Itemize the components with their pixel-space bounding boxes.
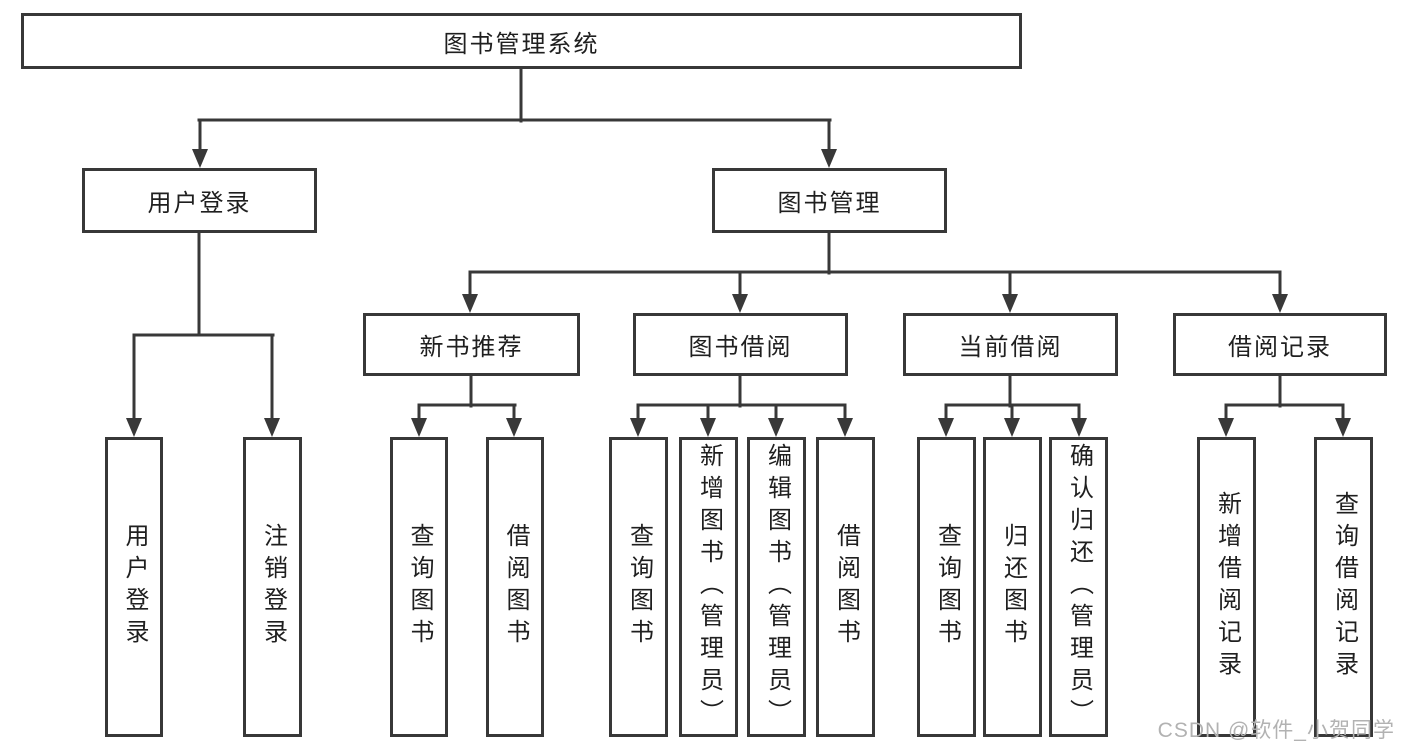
node-user-login-label: 用户登录 [147,190,252,217]
csdn-watermark: CSDN @软件_小贺同学 [1157,719,1395,742]
leaf-borrow-books: 借阅图书 [816,437,875,737]
node-book-borrow-label: 图书借阅 [688,334,793,361]
node-borrow-records: 借阅记录 [1173,313,1387,376]
leaf-borrow-books-label: 借阅图书 [832,523,860,651]
leaf-current-query-books-label: 查询图书 [933,523,961,651]
leaf-borrow-query-books: 查询图书 [609,437,668,737]
node-current-borrow-label: 当前借阅 [958,334,1063,361]
leaf-confirm-return-admin-label: 确认归还（管理员） [1065,443,1093,731]
node-book-management: 图书管理 [712,168,947,233]
leaf-add-books-admin: 新增图书（管理员） [679,437,738,737]
leaf-confirm-return-admin: 确认归还（管理员） [1049,437,1108,737]
leaf-return-books: 归还图书 [983,437,1042,737]
leaf-user-login: 用户登录 [105,437,163,737]
leaf-recommend-query-books-label: 查询图书 [406,523,433,651]
leaf-add-borrow-record: 新增借阅记录 [1197,437,1256,737]
leaf-logout-label: 注销登录 [259,523,287,651]
node-new-book-recommend: 新书推荐 [363,313,580,376]
node-root: 图书管理系统 [21,13,1022,69]
leaf-edit-books-admin: 编辑图书（管理员） [747,437,806,737]
node-book-borrow: 图书借阅 [633,313,848,376]
node-user-login: 用户登录 [82,168,317,233]
leaf-borrow-query-books-label: 查询图书 [625,523,653,651]
leaf-logout: 注销登录 [243,437,302,737]
leaf-add-borrow-record-label: 新增借阅记录 [1213,491,1241,683]
node-current-borrow: 当前借阅 [903,313,1118,376]
leaf-current-query-books: 查询图书 [917,437,976,737]
node-new-book-recommend-label: 新书推荐 [419,334,524,361]
leaf-add-books-admin-label: 新增图书（管理员） [695,443,723,731]
leaf-recommend-borrow-books-label: 借阅图书 [502,523,529,651]
node-borrow-records-label: 借阅记录 [1228,334,1332,361]
leaf-return-books-label: 归还图书 [999,523,1027,651]
leaf-edit-books-admin-label: 编辑图书（管理员） [763,443,791,731]
node-root-label: 图书管理系统 [443,30,600,58]
node-book-management-label: 图书管理 [777,190,882,217]
leaf-recommend-borrow-books: 借阅图书 [486,437,544,737]
leaf-query-borrow-record: 查询借阅记录 [1314,437,1373,737]
leaf-user-login-label: 用户登录 [121,523,148,651]
leaf-recommend-query-books: 查询图书 [390,437,448,737]
leaf-query-borrow-record-label: 查询借阅记录 [1330,491,1358,683]
